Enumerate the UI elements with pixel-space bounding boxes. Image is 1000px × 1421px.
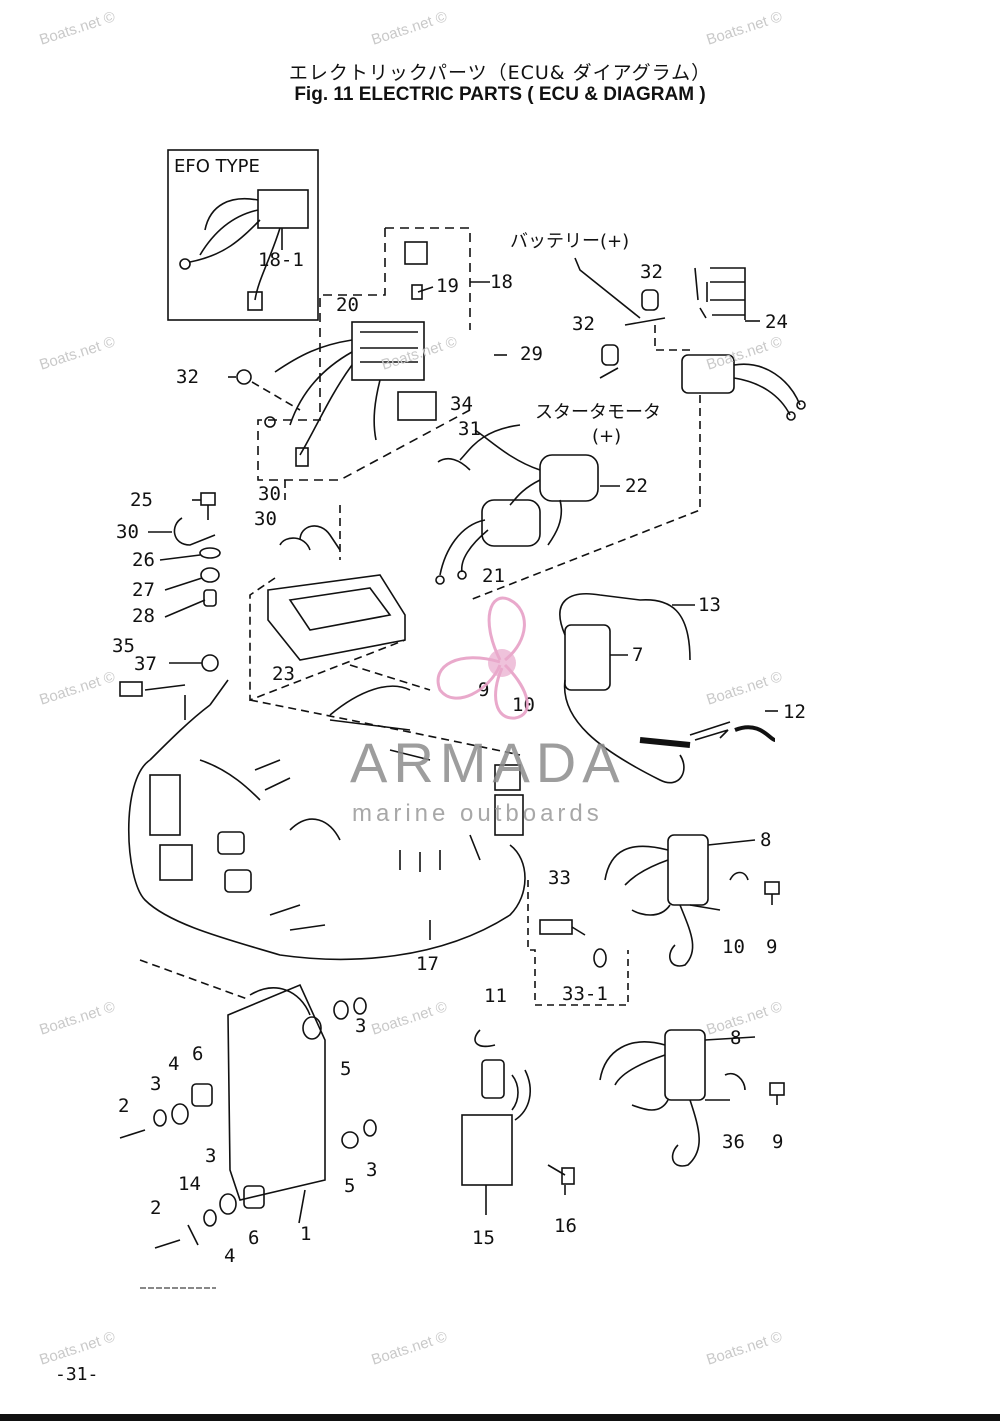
bottom-scan-edge bbox=[0, 1414, 1000, 1421]
callout-1: 1 bbox=[300, 1223, 311, 1245]
ecu-outline bbox=[227, 983, 326, 1201]
callout-10-top: 10 bbox=[512, 694, 535, 716]
callout-29: 29 bbox=[520, 343, 543, 365]
callout-20: 20 bbox=[336, 294, 359, 316]
callout-18: 18 bbox=[490, 271, 513, 293]
callout-5-a: 5 bbox=[340, 1058, 351, 1080]
callout-14: 14 bbox=[178, 1173, 201, 1195]
callout-31: 31 bbox=[458, 418, 481, 440]
callout-8-upper: 8 bbox=[760, 829, 771, 851]
callout-5-b: 5 bbox=[344, 1175, 355, 1197]
armada-propeller-logo bbox=[436, 596, 529, 720]
inset-relay bbox=[257, 189, 309, 229]
brand-name: ARMADA bbox=[350, 731, 626, 794]
callout-11: 11 bbox=[484, 985, 507, 1007]
callout-32-mid: 32 bbox=[572, 313, 595, 335]
starter-plus-label: (+) bbox=[592, 426, 621, 447]
callout-7: 7 bbox=[632, 644, 643, 666]
callout-4-b: 4 bbox=[224, 1245, 235, 1267]
callout-32-left: 32 bbox=[176, 366, 199, 388]
callout-35: 35 bbox=[112, 635, 135, 657]
callout-3-d: 3 bbox=[205, 1145, 216, 1167]
callout-22: 22 bbox=[625, 475, 648, 497]
callout-25: 25 bbox=[130, 489, 153, 511]
battery-label: バッテリー(+) bbox=[510, 231, 629, 252]
callout-33: 33 bbox=[548, 867, 571, 889]
title-japanese: エレクトリックパーツ（ECU& ダイアグラム） bbox=[288, 62, 712, 84]
callout-27: 27 bbox=[132, 579, 155, 601]
callout-6-b: 6 bbox=[248, 1227, 259, 1249]
callout-10-right: 10 bbox=[722, 936, 745, 958]
callout-9-right: 9 bbox=[766, 936, 777, 958]
inset-label: EFO TYPE bbox=[174, 156, 260, 177]
callout-9-top: 9 bbox=[478, 679, 489, 701]
callout-9-lower: 9 bbox=[772, 1131, 783, 1153]
callout-30-upper: 30 bbox=[258, 483, 281, 505]
callout-15: 15 bbox=[472, 1227, 495, 1249]
callout-37: 37 bbox=[134, 653, 157, 675]
callout-8-lower: 8 bbox=[730, 1027, 741, 1049]
callout-30-lower: 30 bbox=[254, 508, 277, 530]
callout-33-1: 33-1 bbox=[562, 983, 608, 1005]
callout-26: 26 bbox=[132, 549, 155, 571]
footnote-rule bbox=[140, 1287, 216, 1289]
figure-title: Fig. 11 ELECTRIC PARTS ( ECU & DIAGRAM ) bbox=[294, 84, 706, 105]
callout-23: 23 bbox=[272, 663, 295, 685]
callout-3-b: 3 bbox=[150, 1073, 161, 1095]
callout-18-1: 18-1 bbox=[258, 249, 304, 271]
starter-motor-label: スタータモータ bbox=[535, 402, 661, 423]
callout-32-top: 32 bbox=[640, 261, 663, 283]
callout-28: 28 bbox=[132, 605, 155, 627]
inset-box bbox=[167, 149, 319, 321]
callout-30-left: 30 bbox=[116, 521, 139, 543]
callout-21: 21 bbox=[482, 565, 505, 587]
callout-3-c: 3 bbox=[366, 1159, 377, 1181]
callout-24: 24 bbox=[765, 311, 788, 333]
callout-16: 16 bbox=[554, 1215, 577, 1237]
callout-36: 36 bbox=[722, 1131, 745, 1153]
callout-19: 19 bbox=[436, 275, 459, 297]
callout-2-a: 2 bbox=[118, 1095, 129, 1117]
callout-3-a: 3 bbox=[355, 1015, 366, 1037]
page-number: -31- bbox=[55, 1364, 99, 1385]
brand-tagline: marine outboards bbox=[352, 800, 603, 827]
callout-12: 12 bbox=[783, 701, 806, 723]
callout-13: 13 bbox=[698, 594, 721, 616]
callout-17: 17 bbox=[416, 953, 439, 975]
callout-2-b: 2 bbox=[150, 1197, 161, 1219]
callout-34: 34 bbox=[450, 393, 473, 415]
callout-6-a: 6 bbox=[192, 1043, 203, 1065]
callout-4-a: 4 bbox=[168, 1053, 179, 1075]
